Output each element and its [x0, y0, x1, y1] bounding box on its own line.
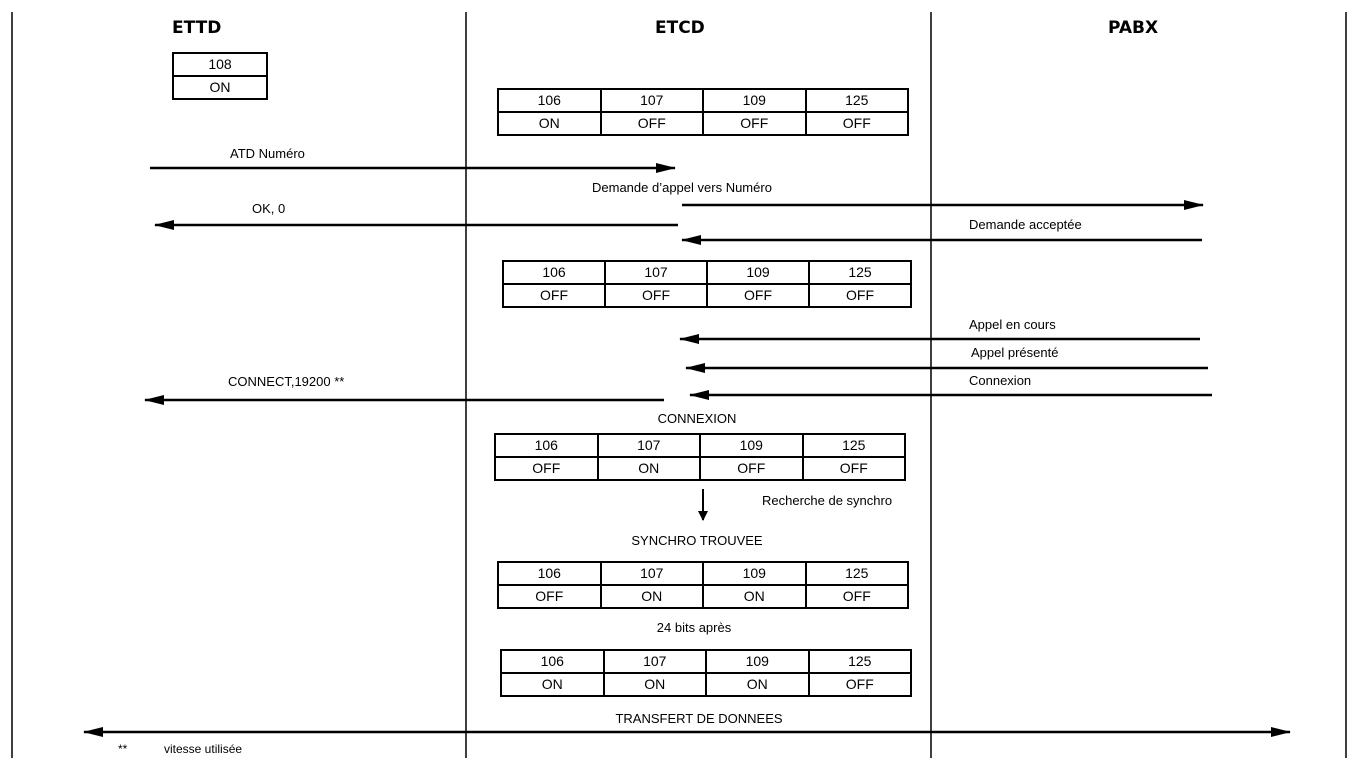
- circuit-header: 107: [596, 433, 701, 458]
- circuit-header: 125: [801, 433, 906, 458]
- circuit-value: ON: [602, 672, 707, 697]
- ettd-state-table: 108 ON: [172, 52, 268, 100]
- label-connect: CONNECT,19200 **: [228, 374, 345, 389]
- footnote-text: vitesse utilisée: [164, 742, 243, 756]
- circuit-value: OFF: [599, 111, 704, 136]
- circuit-header: 106: [497, 88, 602, 113]
- circuit-value: OFF: [807, 672, 912, 697]
- etcd-state-table-2: 106 107 109 125 OFF OFF OFF OFF: [502, 260, 912, 308]
- label-appel-presente: Appel présenté: [971, 345, 1059, 360]
- label-demande-appel: Demande d’appel vers Numéro: [592, 180, 772, 195]
- circuit-header: 109: [702, 88, 807, 113]
- circuit-header: 106: [500, 649, 605, 674]
- label-atd-numero: ATD Numéro: [230, 146, 305, 161]
- circuit-value: ON: [596, 456, 701, 481]
- circuit-header: 125: [804, 561, 909, 586]
- circuit-header: 109: [702, 561, 807, 586]
- lane-title-ettd: ETTD: [172, 18, 222, 38]
- etcd-state-table-1: 106 107 109 125 ON OFF OFF OFF: [497, 88, 909, 136]
- circuit-value: OFF: [702, 111, 807, 136]
- circuit-value: OFF: [804, 111, 909, 136]
- label-recherche-synchro: Recherche de synchro: [762, 493, 893, 508]
- circuit-value: OFF: [804, 584, 909, 609]
- etcd-state-table-5: 106 107 109 125 ON ON ON OFF: [500, 649, 912, 697]
- etcd-state-table-3: 106 107 109 125 OFF ON OFF OFF: [494, 433, 906, 481]
- state-value: ON: [172, 75, 268, 100]
- circuit-header: 125: [804, 88, 909, 113]
- circuit-header: 107: [602, 649, 707, 674]
- state-label-connexion: CONNEXION: [657, 411, 737, 426]
- label-demande-acceptee: Demande acceptée: [969, 217, 1082, 232]
- circuit-value: ON: [500, 672, 605, 697]
- circuit-header: 125: [808, 260, 912, 285]
- circuit-value: OFF: [706, 283, 810, 308]
- circuit-header: 107: [599, 561, 704, 586]
- circuit-value: OFF: [497, 584, 602, 609]
- label-ok: OK, 0: [252, 201, 286, 216]
- lane-title-pabx: PABX: [1108, 18, 1159, 38]
- circuit-value: OFF: [494, 456, 599, 481]
- circuit-value: ON: [497, 111, 602, 136]
- label-connexion: Connexion: [969, 373, 1032, 388]
- circuit-value: ON: [705, 672, 810, 697]
- circuit-header: 109: [699, 433, 804, 458]
- circuit-value: OFF: [502, 283, 606, 308]
- circuit-header: 125: [807, 649, 912, 674]
- circuit-value: ON: [702, 584, 807, 609]
- circuit-value: ON: [599, 584, 704, 609]
- circuit-header: 106: [494, 433, 599, 458]
- state-label-24-bits: 24 bits après: [656, 620, 732, 635]
- circuit-value: OFF: [699, 456, 804, 481]
- label-appel-en-cours: Appel en cours: [969, 317, 1056, 332]
- circuit-header: 106: [502, 260, 606, 285]
- circuit-header: 109: [706, 260, 810, 285]
- circuit-header: 107: [604, 260, 708, 285]
- label-transfert-donnees: TRANSFERT DE DONNEES: [615, 711, 783, 726]
- state-label-synchro: SYNCHRO TROUVEE: [631, 533, 763, 548]
- footnote-mark: **: [118, 742, 128, 756]
- circuit-header: 106: [497, 561, 602, 586]
- circuit-value: OFF: [801, 456, 906, 481]
- circuit-value: OFF: [604, 283, 708, 308]
- etcd-state-table-4: 106 107 109 125 OFF ON ON OFF: [497, 561, 909, 609]
- circuit-header: 107: [599, 88, 704, 113]
- state-header: 108: [172, 52, 268, 77]
- circuit-value: OFF: [808, 283, 912, 308]
- circuit-header: 109: [705, 649, 810, 674]
- lane-title-etcd: ETCD: [655, 18, 705, 38]
